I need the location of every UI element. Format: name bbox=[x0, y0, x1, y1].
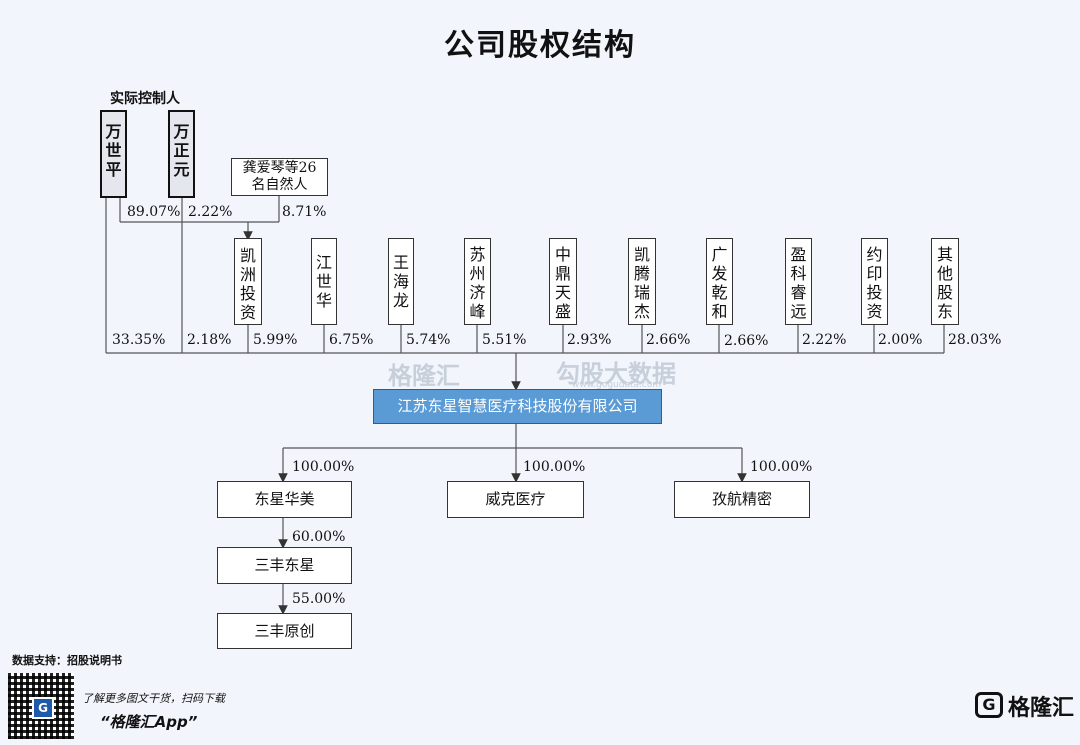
stake-chain: 55.00% bbox=[292, 591, 346, 607]
shareholder-name: 约印投资 bbox=[866, 245, 883, 321]
shareholder-name: 其他股东 bbox=[937, 245, 954, 321]
stake-subsidiary: 100.00% bbox=[750, 459, 813, 475]
stake-shareholder: 2.93% bbox=[567, 332, 612, 348]
shareholder-box: 王海龙 bbox=[388, 238, 414, 325]
shareholder-box: 江世华 bbox=[311, 238, 337, 325]
promo-text: 了解更多图文干货，扫码下载 bbox=[82, 692, 225, 705]
shareholder-box: 盈科睿远 bbox=[785, 238, 812, 325]
shareholder-name: 凯腾瑞杰 bbox=[634, 245, 651, 321]
shareholder-name: 王海龙 bbox=[393, 253, 410, 310]
shareholder-box: 广发乾和 bbox=[706, 238, 733, 325]
stake-subsidiary: 100.00% bbox=[292, 459, 355, 475]
shareholder-name: 广发乾和 bbox=[711, 245, 728, 321]
app-name: “格隆汇App” bbox=[100, 713, 198, 731]
stake-shareholder: 5.74% bbox=[406, 332, 451, 348]
watermark-brand: 格隆汇 bbox=[388, 362, 460, 390]
controller-label: 实际控制人 bbox=[110, 91, 180, 107]
chain-box: 三丰东星 bbox=[217, 547, 352, 584]
stake-shareholder: 2.66% bbox=[646, 332, 691, 348]
subsidiary-box: 威克医疗 bbox=[447, 481, 584, 518]
shareholder-box: 凯洲投资 bbox=[234, 238, 262, 325]
group-26-persons: 龚爱琴等26 名自然人 bbox=[231, 158, 328, 196]
stake-wan-zhengyuan-direct: 2.18% bbox=[187, 332, 232, 348]
stake-shareholder: 5.99% bbox=[253, 332, 298, 348]
stake-kaizhou-wan-zhengyuan: 2.22% bbox=[188, 204, 233, 220]
brand-logo-text: 格隆汇 bbox=[1008, 696, 1075, 721]
shareholder-box: 其他股东 bbox=[931, 238, 959, 325]
person-wan-zhengyuan-name: 万正元 bbox=[173, 122, 190, 179]
company-box: 江苏东星智慧医疗科技股份有限公司 bbox=[373, 389, 662, 424]
subsidiary-box: 东星华美 bbox=[217, 481, 352, 518]
qr-code-icon: G bbox=[8, 673, 74, 739]
stake-kaizhou-wan-shiping: 89.07% bbox=[127, 204, 181, 220]
stake-shareholder: 2.66% bbox=[724, 333, 769, 349]
chain-box: 三丰原创 bbox=[217, 613, 352, 649]
brand-logo-icon: G bbox=[975, 692, 1003, 718]
stake-subsidiary: 100.00% bbox=[523, 459, 586, 475]
stake-shareholder: 28.03% bbox=[948, 332, 1002, 348]
stake-shareholder: 6.75% bbox=[329, 332, 374, 348]
stake-chain: 60.00% bbox=[292, 529, 346, 545]
watermark-logo: 格隆汇 bbox=[388, 356, 460, 391]
watermark-url: www.gogudata.com bbox=[572, 380, 662, 390]
person-wan-zhengyuan: 万正元 bbox=[168, 110, 195, 198]
shareholder-box: 凯腾瑞杰 bbox=[628, 238, 656, 325]
stake-shareholder: 2.22% bbox=[802, 332, 847, 348]
shareholder-name: 凯洲投资 bbox=[240, 246, 257, 322]
shareholder-name: 中鼎天盛 bbox=[555, 245, 572, 321]
subsidiary-box: 孜航精密 bbox=[674, 481, 810, 518]
page-title: 公司股权结构 bbox=[444, 28, 636, 63]
stake-wan-shiping-direct: 33.35% bbox=[112, 332, 166, 348]
group-26-line2: 名自然人 bbox=[251, 177, 308, 193]
person-wan-shiping: 万世平 bbox=[100, 110, 127, 198]
qr-center-logo: G bbox=[32, 697, 54, 719]
stake-shareholder: 5.51% bbox=[482, 332, 527, 348]
stake-kaizhou-group26: 8.71% bbox=[282, 204, 327, 220]
shareholder-box: 中鼎天盛 bbox=[549, 238, 577, 325]
shareholder-name: 江世华 bbox=[316, 253, 333, 310]
group-26-line1: 龚爱琴等26 bbox=[242, 160, 317, 176]
watermark-sub: 勾股大数据 bbox=[556, 360, 676, 388]
shareholder-name: 盈科睿远 bbox=[790, 245, 807, 321]
person-wan-shiping-name: 万世平 bbox=[105, 122, 122, 179]
data-source: 数据支持：招股说明书 bbox=[12, 654, 122, 667]
shareholder-box: 苏州济峰 bbox=[464, 238, 491, 325]
stake-shareholder: 2.00% bbox=[878, 332, 923, 348]
shareholder-name: 苏州济峰 bbox=[469, 245, 486, 321]
shareholder-box: 约印投资 bbox=[861, 238, 888, 325]
